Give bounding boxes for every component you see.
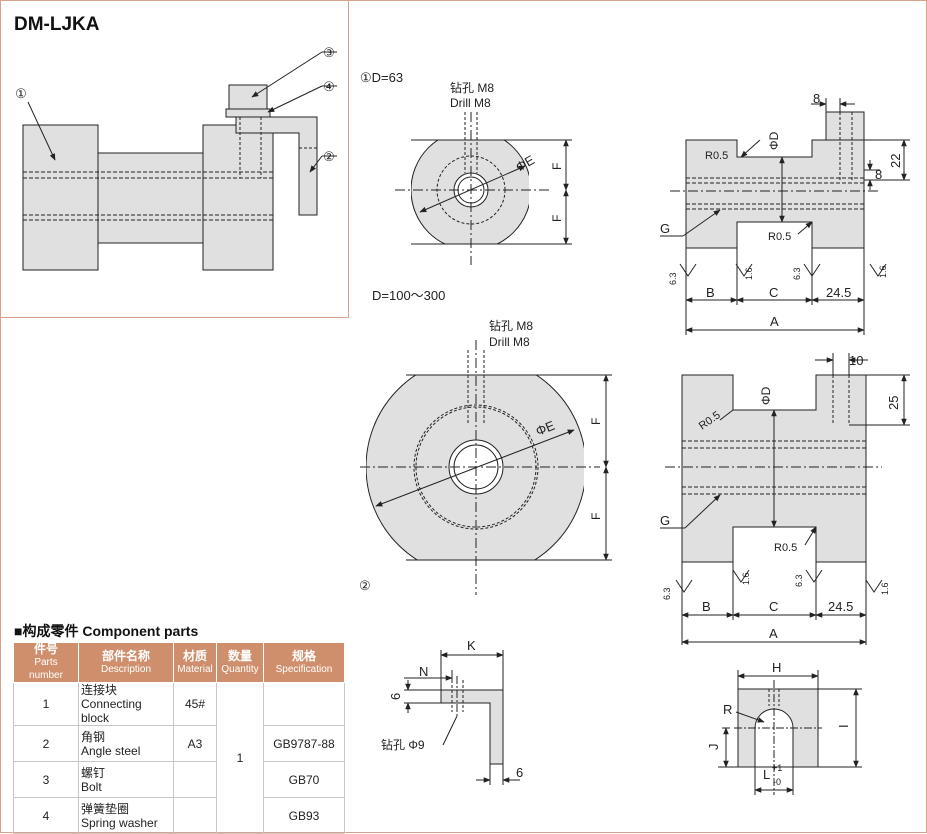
view1-r05-top: R0.5 (705, 150, 728, 162)
view1-rough-3: 6.3 (792, 267, 802, 280)
angle-side-drawing (404, 650, 520, 785)
cell-number: 4 (13, 797, 79, 834)
callout-1: ① (15, 86, 27, 101)
angle-J: J (706, 744, 721, 751)
model-title: DM-LJKA (14, 14, 100, 35)
view2-r05-bottom: R0.5 (774, 542, 797, 554)
angle-dim-6-bottom: 6 (516, 765, 523, 780)
angle-tol-plus: +1 (772, 763, 782, 773)
cell-material (173, 797, 217, 834)
cell-spec (263, 682, 345, 726)
view2-phiE: ΦE (534, 418, 558, 439)
angle-drill: 钻孔 Φ9 (381, 737, 425, 752)
view1-G: G (660, 221, 670, 236)
assembly-panel (1, 1, 349, 318)
view2-side-drawing (660, 353, 910, 645)
angle-part-label: ② (359, 578, 371, 593)
view1-side-drawing (660, 98, 910, 335)
view2-A: A (769, 626, 778, 641)
view2-drill-cn: 钻孔 M8 (489, 318, 533, 333)
view2-dim-25: 25 (886, 396, 901, 410)
angle-dim-6-left: 6 (388, 693, 403, 700)
angle-front-drawing (718, 670, 862, 795)
view1-phiD: ΦD (767, 131, 781, 150)
callout-2: ② (323, 149, 335, 164)
view2-dim-24-5: 24.5 (828, 599, 853, 614)
view2-dim-10: 10 (849, 353, 863, 368)
cell-material: A3 (173, 725, 217, 762)
angle-H: H (772, 660, 781, 675)
view1-r05-bottom: R0.5 (768, 231, 791, 243)
cell-number: 1 (13, 682, 79, 726)
view1-drill-cn: 钻孔 M8 (450, 80, 494, 95)
angle-tol-minus: -0 (773, 777, 781, 787)
view2-rough-1: 6.3 (662, 587, 672, 600)
view1-range: ①D=63 (360, 70, 403, 85)
view1-front-drawing (395, 112, 572, 265)
cell-material: 45# (173, 682, 217, 726)
angle-I: I (836, 724, 851, 728)
angle-K: K (467, 638, 476, 653)
view2-B: B (702, 599, 711, 614)
view2-F-bottom: F (589, 513, 603, 520)
view2-C: C (769, 599, 778, 614)
cell-number: 2 (13, 725, 79, 762)
view1-F-top: F (550, 163, 564, 170)
view1-dim-8-top: 8 (813, 91, 820, 106)
view1-dim-8-side: 8 (875, 167, 882, 182)
view1-B: B (706, 285, 715, 300)
view2-range: D=100～300 (372, 288, 445, 303)
view1-dim-24-5: 24.5 (826, 285, 851, 300)
callout-3: ③ (323, 45, 335, 60)
view1-rough-1: 6.3 (668, 272, 678, 285)
cell-quantity: 1 (216, 682, 264, 834)
callout-4: ④ (323, 79, 335, 94)
parts-heading: ■构成零件 Component parts (14, 623, 199, 639)
view1-F-bottom: F (550, 215, 564, 222)
view1-A: A (770, 314, 779, 329)
cell-spec: GB93 (263, 797, 345, 834)
view2-rough-3: 6.3 (794, 574, 804, 587)
angle-N: N (419, 664, 428, 679)
cell-spec: GB70 (263, 761, 345, 798)
angle-L: L (763, 767, 770, 782)
view2-drill-en: Drill M8 (489, 335, 530, 349)
view2-rough-4: 1.6 (880, 582, 890, 595)
angle-R: R (723, 702, 732, 717)
view2-front-drawing (360, 340, 612, 595)
view1-rough-4: 1.6 (878, 265, 888, 278)
view2-G: G (660, 513, 670, 528)
view2-phiD: ΦD (759, 386, 773, 405)
view1-drill-en: Drill M8 (450, 96, 491, 110)
view1-rough-2: 1.6 (744, 267, 754, 280)
view1-dim-22: 22 (888, 154, 903, 168)
view2-rough-2: 1.6 (741, 572, 751, 585)
view2-F-top: F (589, 418, 603, 425)
assembly-drawing (22, 51, 337, 271)
cell-number: 3 (13, 761, 79, 798)
cell-spec: GB9787-88 (263, 725, 345, 762)
cell-material (173, 761, 217, 798)
view1-C: C (769, 285, 778, 300)
